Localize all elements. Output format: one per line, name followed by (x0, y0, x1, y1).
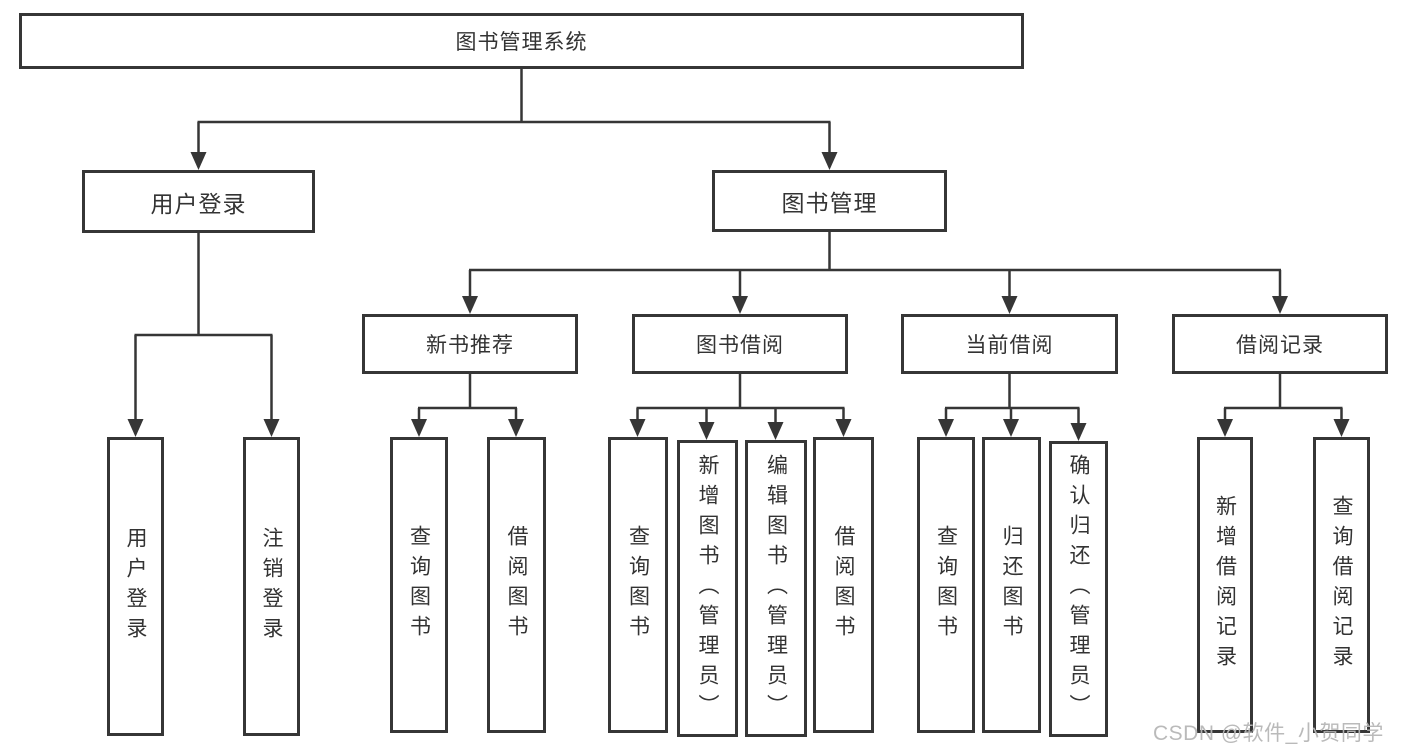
node-label: 查询图书 (934, 525, 958, 645)
leaf-edit-book-admin: 编辑图书（管理员） (745, 440, 807, 737)
node-label: 图书管理系统 (455, 31, 588, 54)
leaf-query-books-borrowing: 查询图书 (608, 437, 668, 733)
node-label: 新书推荐 (426, 334, 514, 357)
node-current-borrowing: 当前借阅 (901, 314, 1118, 374)
node-borrowing-records: 借阅记录 (1172, 314, 1388, 374)
leaf-query-borrow-record: 查询借阅记录 (1313, 437, 1370, 733)
leaf-return-books: 归还图书 (982, 437, 1041, 733)
node-label: 图书管理 (781, 190, 878, 216)
leaf-add-book-admin: 新增图书（管理员） (677, 440, 738, 737)
node-label: 图书借阅 (696, 334, 784, 357)
node-label: 借阅图书 (505, 525, 528, 645)
node-label: 查询图书 (407, 525, 431, 645)
leaf-add-borrow-record: 新增借阅记录 (1197, 437, 1253, 733)
node-label: 新增图书（管理员） (696, 453, 719, 724)
node-root: 图书管理系统 (19, 13, 1024, 69)
node-label: 确认归还（管理员） (1067, 454, 1090, 724)
leaf-user-login: 用户登录 (107, 437, 164, 736)
node-label: 查询借阅记录 (1330, 495, 1353, 675)
node-label: 当前借阅 (965, 334, 1054, 357)
node-new-book-recommendation: 新书推荐 (362, 314, 578, 374)
leaf-query-books-current: 查询图书 (917, 437, 975, 733)
node-book-management: 图书管理 (712, 170, 947, 232)
node-label: 归还图书 (1000, 525, 1023, 645)
node-user-login: 用户登录 (82, 170, 315, 233)
node-book-borrowing: 图书借阅 (632, 314, 848, 374)
leaf-query-books-newbooks: 查询图书 (390, 437, 448, 733)
node-label: 注销登录 (260, 526, 283, 647)
node-label: 编辑图书（管理员） (764, 453, 788, 724)
watermark: CSDN @软件_小贺同学 (1153, 722, 1384, 745)
node-label: 借阅记录 (1236, 334, 1324, 357)
leaf-confirm-return-admin: 确认归还（管理员） (1049, 441, 1108, 737)
node-label: 用户登录 (124, 526, 147, 647)
node-label: 查询图书 (626, 525, 650, 645)
node-label: 新增借阅记录 (1213, 495, 1237, 675)
node-label: 用户登录 (150, 190, 247, 217)
node-label: 借阅图书 (832, 525, 855, 645)
leaf-logout: 注销登录 (243, 437, 300, 736)
leaf-borrow-books-borrowing: 借阅图书 (813, 437, 874, 733)
leaf-borrow-books-newbooks: 借阅图书 (487, 437, 546, 733)
